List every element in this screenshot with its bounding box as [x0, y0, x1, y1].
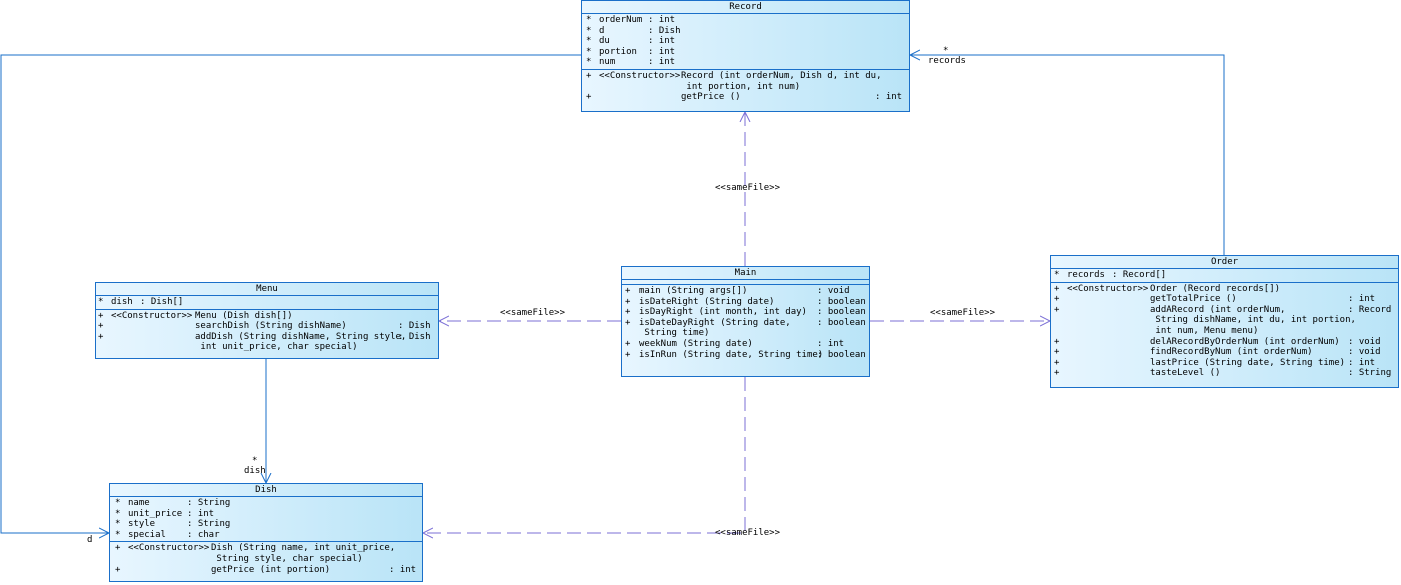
operation-row: +getTotalPrice (): int [1054, 294, 1376, 305]
assoc-record-d-to-dish [0, 54, 582, 533]
class-menu[interactable]: Menu *dish: Dish[] +<<Constructor>>Menu … [95, 282, 439, 359]
class-title: Main [622, 267, 869, 280]
operation-row: +addARecord (int orderNum,: Record [1054, 304, 1392, 315]
dep-main-to-dish [423, 377, 746, 533]
operation-row: +main (String args[]): void [625, 286, 850, 296]
label-samefile-menu: <<sameFile>> [500, 308, 566, 318]
label-records-multiplicity: * [943, 46, 949, 56]
attribute-row: *num: int [586, 57, 676, 68]
operation-row: +weekNum (String date): int [625, 338, 845, 349]
assoc-order-records-to-record [910, 55, 1225, 255]
operation-row: +lastPrice (String date, String time): i… [1054, 357, 1376, 368]
label-samefile-record: <<sameFile>> [715, 183, 781, 193]
label-d-role: d [87, 535, 93, 545]
operations-section: +<<Constructor>>Order (Record records[])… [1051, 283, 1398, 380]
class-record[interactable]: Record *orderNum: int *d: Dish *du: int … [581, 0, 910, 112]
attribute-row: *special: char [115, 529, 220, 540]
operation-row: String dishName, int du, int portion, [1150, 315, 1356, 326]
class-title: Order [1051, 256, 1398, 269]
attribute-row: *name: String [115, 498, 231, 508]
attribute-row: *dish: Dish[] [98, 297, 184, 307]
attributes-section [622, 280, 869, 285]
attribute-row: *d: Dish [586, 25, 681, 36]
operation-row: +isDayRight (int month, int day): boolea… [625, 307, 866, 318]
operations-section: +main (String args[]): void +isDateRight… [622, 285, 869, 361]
operation-row: +isInRun (String date, String time): boo… [625, 349, 866, 360]
operation-row: +getPrice (): int [586, 92, 903, 103]
operation-row: +<<Constructor>>Order (Record records[]) [1054, 283, 1281, 294]
attribute-row: *style: String [115, 519, 231, 530]
attribute-row: *records: Record[] [1054, 270, 1167, 280]
operations-section: +<<Constructor>>Menu (Dish dish[]) +sear… [96, 310, 438, 354]
operation-row: +getPrice (int portion): int [115, 564, 417, 575]
operation-row: +isDateDayRight (String date,: boolean [625, 317, 866, 328]
operations-section: +<<Constructor>>Dish (String name, int u… [110, 542, 422, 576]
attribute-row: *portion: int [586, 46, 676, 57]
operation-row: +<<Constructor>>Record (int orderNum, Di… [586, 70, 882, 81]
class-main[interactable]: Main +main (String args[]): void +isDate… [621, 266, 870, 377]
class-order[interactable]: Order *records: Record[] +<<Constructor>… [1050, 255, 1399, 388]
operations-section: +<<Constructor>>Record (int orderNum, Di… [582, 70, 909, 104]
operation-row: int unit_price, char special) [195, 342, 358, 353]
label-samefile-order: <<sameFile>> [930, 308, 996, 318]
operation-row: +searchDish (String dishName): Dish [98, 321, 431, 332]
attribute-row: *du: int [586, 36, 676, 47]
operation-row: +findRecordByNum (int orderNum): void [1054, 347, 1381, 358]
attributes-section: *dish: Dish[] [96, 296, 438, 310]
attributes-section: *name: String *unit_price: int *style: S… [110, 497, 422, 543]
operation-row: int num, Menu menu) [1150, 325, 1259, 336]
label-dish-multiplicity: * [252, 456, 258, 466]
operation-row: +delARecordByOrderNum (int orderNum): vo… [1054, 336, 1381, 347]
operation-row: String time) [639, 328, 710, 339]
attribute-row: *unit_price: int [115, 508, 215, 519]
label-samefile-dish: <<sameFile>> [715, 528, 781, 538]
operation-row: +<<Constructor>>Menu (Dish dish[]) [98, 310, 293, 321]
class-title: Dish [110, 484, 422, 497]
class-title: Record [582, 1, 909, 14]
operation-row: +addDish (String dishName, String style,… [98, 331, 431, 342]
attribute-row: *orderNum: int [586, 15, 676, 25]
attributes-section: *orderNum: int *d: Dish *du: int *portio… [582, 14, 909, 70]
attributes-section: *records: Record[] [1051, 269, 1398, 283]
operation-row: +isDateRight (String date): boolean [625, 296, 866, 307]
operation-row: +<<Constructor>>Dish (String name, int u… [115, 543, 396, 554]
label-dish-role: dish [244, 466, 266, 476]
class-dish[interactable]: Dish *name: String *unit_price: int *sty… [109, 483, 423, 582]
operation-row: String style, char special) [211, 553, 363, 564]
label-records-role: records [928, 56, 966, 66]
class-title: Menu [96, 283, 438, 296]
operation-row: +tasteLevel (): String [1054, 368, 1392, 379]
operation-row: int portion, int num) [681, 81, 801, 92]
